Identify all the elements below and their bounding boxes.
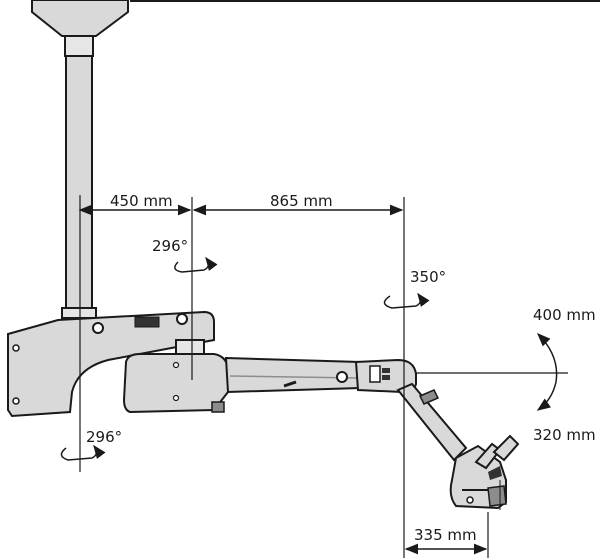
stand-reach-label: 450 mm xyxy=(110,192,173,210)
vertical-column xyxy=(61,55,97,319)
head-joint-rotation-label: 350° xyxy=(410,268,446,286)
rotation-arrow-arm-joint xyxy=(174,256,218,273)
rotation-arrow-head-joint xyxy=(383,292,430,309)
microscope-carrier xyxy=(396,382,468,462)
microscope-head xyxy=(449,434,520,510)
ceiling-rotation-label: 296° xyxy=(86,428,122,446)
head-offset-label: 335 mm xyxy=(414,526,477,544)
arm-joint-rotation-label: 296° xyxy=(152,237,188,255)
tilt-down-label: 320 mm xyxy=(533,426,596,444)
ceiling-mount xyxy=(31,0,600,57)
tilt-up-label: 400 mm xyxy=(533,306,596,324)
suspension-arm xyxy=(122,353,417,414)
stand-arm xyxy=(7,310,215,418)
arm-reach-label: 865 mm xyxy=(270,192,333,210)
dimension-arrows xyxy=(78,204,558,555)
rotation-arrow-ceiling xyxy=(60,444,106,461)
